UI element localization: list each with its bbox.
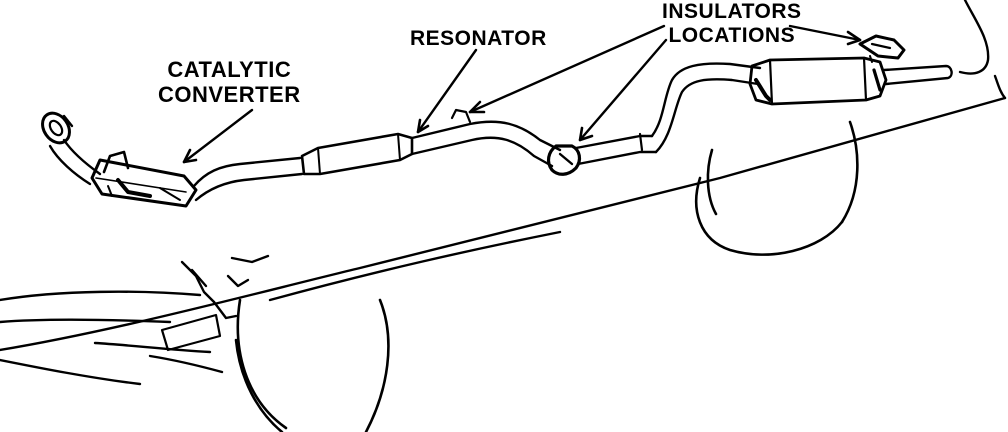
insulators-label-line1: INSULATORS <box>662 0 802 23</box>
arrowhead-icon <box>468 100 486 114</box>
manifold-inlet-flange <box>41 111 102 186</box>
resonator-leader <box>416 48 478 134</box>
vehicle-body-outline <box>0 0 1007 386</box>
catalytic-converter-label: CATALYTIC CONVERTER <box>158 57 301 107</box>
insulators-locations-label: INSULATORS LOCATIONS <box>662 0 802 47</box>
arrowhead-icon <box>846 30 862 46</box>
rear-pipe <box>410 62 762 176</box>
catalytic-converter-label-line1: CATALYTIC <box>167 57 292 82</box>
leader-lines <box>182 24 862 164</box>
front-wheel <box>234 298 390 432</box>
resonator-label: RESONATOR <box>410 27 547 50</box>
exhaust-pipe-system <box>41 34 953 208</box>
insulator-leader-front <box>468 24 666 114</box>
muffler-body <box>748 34 953 106</box>
catalytic-converter-label-line2: CONVERTER <box>158 81 301 107</box>
insulator-leader-rear <box>788 24 862 42</box>
resonator-body <box>300 132 414 176</box>
insulator-leader-middle <box>578 38 668 142</box>
insulators-label-line2: LOCATIONS <box>668 23 796 47</box>
arrowhead-icon <box>416 118 430 134</box>
catalytic-converter-leader <box>182 108 254 164</box>
arrowhead-icon <box>182 148 198 164</box>
intermediate-pipe <box>192 156 304 202</box>
arrowhead-icon <box>578 126 594 142</box>
catalytic-converter-body <box>90 150 198 208</box>
rear-wheel <box>695 120 859 256</box>
